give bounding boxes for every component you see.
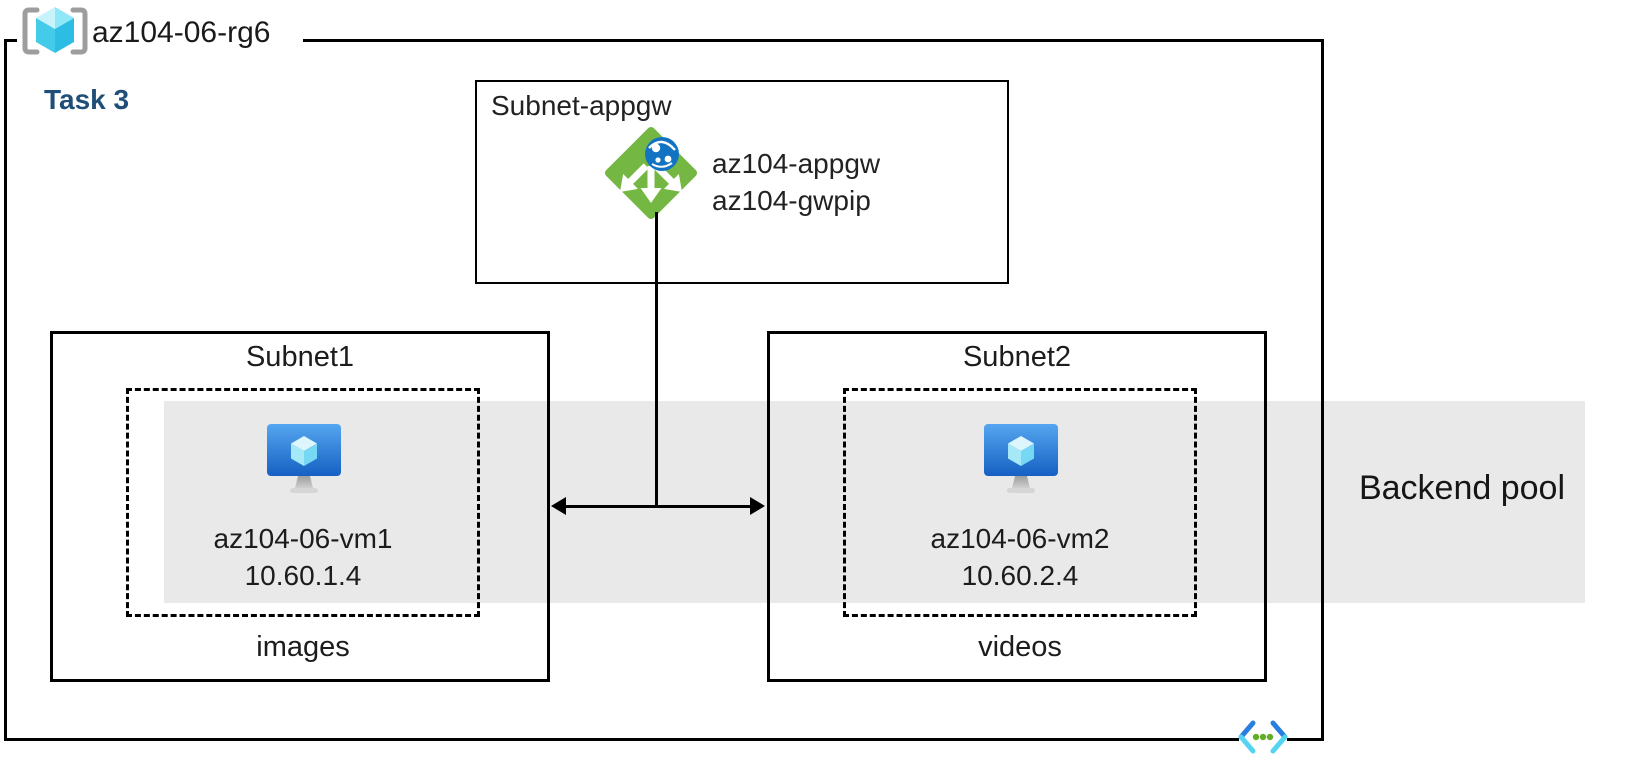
subnet2-box: Subnet2 az104-06-vm2 10.60.2.4 videos — [767, 331, 1267, 682]
resource-group-box — [4, 39, 1324, 741]
appgw-public-ip-name: az104-gwpip — [712, 185, 871, 216]
backend-pool-band — [164, 401, 1585, 603]
subnet1-container-label: images — [256, 631, 350, 663]
arrowhead-right-icon — [750, 497, 765, 515]
virtual-machine-icon — [984, 424, 1058, 493]
subnet1-label: Subnet1 — [245, 341, 355, 373]
connector-vertical-line — [655, 212, 658, 507]
subnet1-backend-dashed-box — [126, 388, 480, 617]
virtual-machine-icon — [267, 424, 341, 493]
resource-group-title: az104-06-rg6 — [92, 16, 271, 49]
appgw-names: az104-appgw az104-gwpip — [712, 145, 880, 219]
subnet2-backend-dashed-box — [843, 388, 1197, 617]
subnet2-label: Subnet2 — [962, 341, 1072, 373]
connector-horizontal-line — [563, 505, 753, 508]
vm1-ip: 10.60.1.4 — [244, 560, 362, 591]
task-label: Task 3 — [44, 84, 130, 115]
arrowhead-left-icon — [551, 497, 566, 515]
appgw-subnet-label: Subnet-appgw — [491, 90, 672, 121]
subnet1-box: Subnet1 az104-06-vm1 10.60.1.4 images — [50, 331, 550, 682]
application-gateway-icon — [605, 127, 697, 219]
backend-pool-label: Backend pool — [1358, 469, 1566, 507]
vm2-name: az104-06-vm2 — [930, 523, 1110, 554]
subnet2-container-label: videos — [978, 631, 1062, 663]
virtual-network-icon — [1238, 720, 1288, 754]
resource-group-icon — [22, 7, 88, 55]
vm1-name: az104-06-vm1 — [213, 523, 393, 554]
vm1-text: az104-06-vm1 10.60.1.4 — [126, 520, 480, 594]
vm2-ip: 10.60.2.4 — [961, 560, 1079, 591]
appgw-subnet-box — [475, 80, 1009, 284]
appgw-gateway-name: az104-appgw — [712, 148, 881, 179]
vm2-text: az104-06-vm2 10.60.2.4 — [843, 520, 1197, 594]
